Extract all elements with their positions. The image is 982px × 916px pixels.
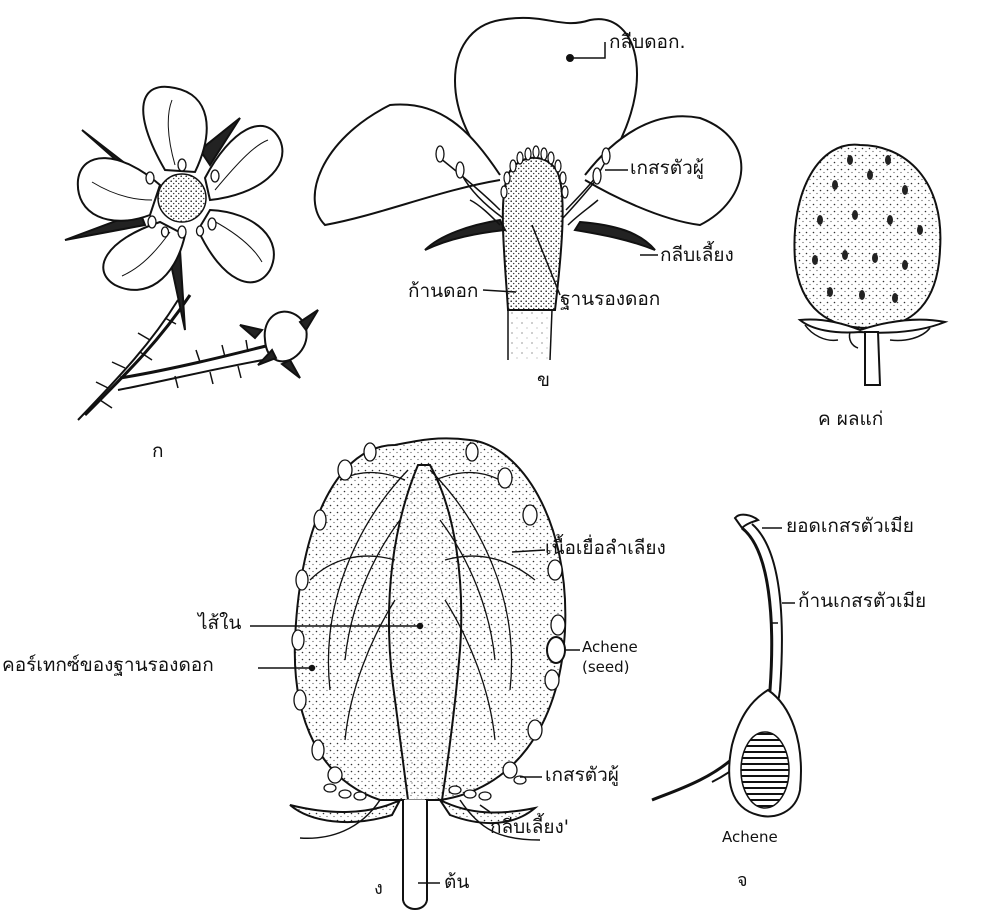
label-petal: กลีบดอก. [609, 33, 686, 52]
panel-b-caption: ข [537, 371, 550, 390]
panel-d-section-drawing [290, 438, 565, 909]
panel-e-pistil-drawing [652, 515, 801, 817]
label-style: ก้านเกสรตัวเมีย [798, 592, 926, 611]
label-stamen-d: เกสรตัวผู้ [545, 766, 619, 785]
label-stamen: เกสรตัวผู้ [630, 159, 704, 178]
label-sepal: กลีบเลี้ยง [660, 246, 734, 265]
panel-a-flower-drawing [65, 87, 318, 420]
label-pith: ไส้ใน [198, 614, 241, 633]
panel-a-caption: ก [152, 442, 164, 461]
label-pedicel: ก้านดอก [408, 282, 478, 301]
label-achene-d: Achene [582, 640, 638, 655]
panel-c-fruit-drawing [794, 145, 945, 385]
label-cortex: คอร์เทกซ์ของฐานรองดอก [2, 656, 214, 675]
label-seed: (seed) [582, 660, 630, 675]
panel-c-caption: ค ผลแก่ [818, 410, 883, 429]
panel-e-caption: จ [737, 872, 748, 890]
label-vascular-tissue: เนื้อเยื่อลำเลียง [545, 539, 666, 558]
label-achene-e: Achene [722, 830, 778, 845]
label-receptacle: ฐานรองดอก [560, 290, 660, 309]
label-stem: ต้น [444, 873, 469, 892]
panel-d-caption: ง [374, 880, 383, 898]
panel-b-section-drawing [315, 18, 742, 360]
label-sepal-d: กลีบเลี้ยง' [490, 818, 569, 837]
label-stigma: ยอดเกสรตัวเมีย [786, 517, 914, 536]
